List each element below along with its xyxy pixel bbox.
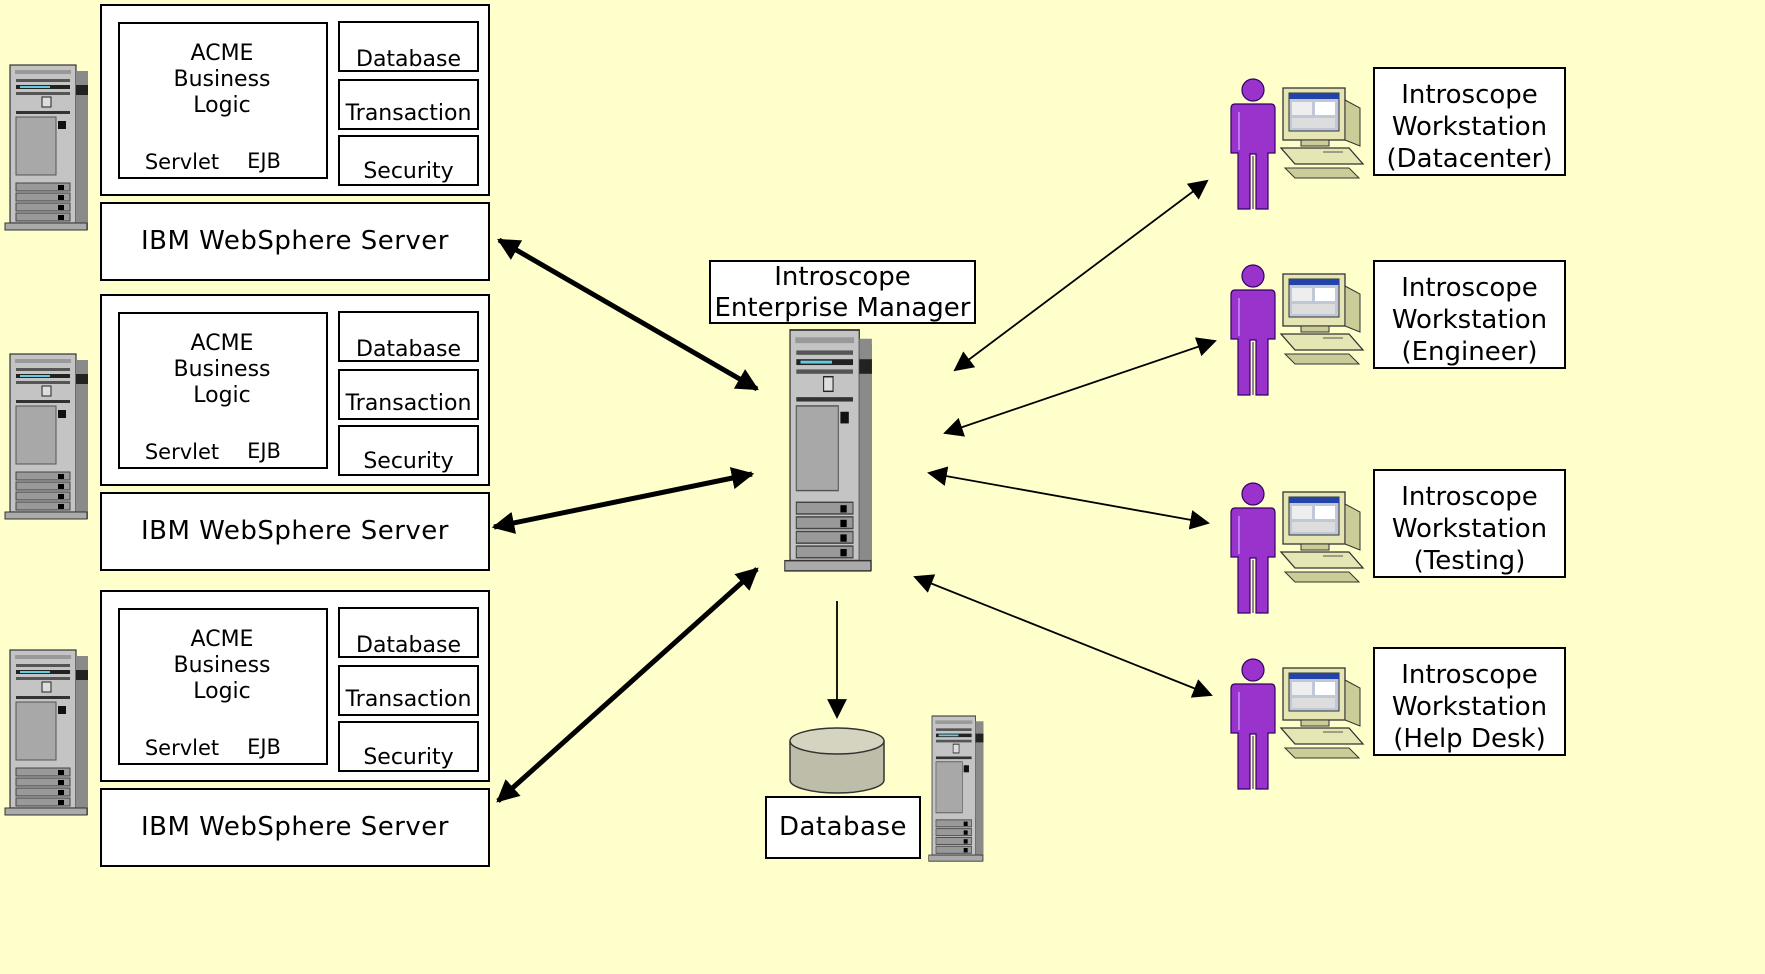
business-logic-panel (118, 22, 328, 179)
database-label: Database (765, 796, 921, 859)
connection-arrow (496, 567, 759, 803)
service-security: Security (338, 425, 479, 476)
service-security: Security (338, 721, 479, 772)
servlet-label: Servlet (144, 736, 220, 760)
ejb-label: EJB (247, 735, 281, 759)
websphere-server-label: IBM WebSphere Server (100, 202, 490, 281)
enterprise-manager-tower-icon (783, 329, 873, 572)
connection-arrow (491, 467, 755, 534)
workstation-label-datacenter: Introscope Workstation (Datacenter) (1373, 67, 1566, 176)
workstation-arrow (953, 179, 1209, 372)
websphere-server-label: IBM WebSphere Server (100, 492, 490, 571)
service-database: Database (338, 607, 479, 658)
business-logic-label: ACME Business Logic (173, 41, 271, 118)
servlet-label: Servlet (144, 150, 220, 174)
business-logic-panel (118, 312, 328, 469)
service-database: Database (338, 311, 479, 362)
database-server-icon (928, 715, 985, 862)
websphere-server-label: IBM WebSphere Server (100, 788, 490, 867)
server-tower-icon (4, 64, 89, 231)
servlet-label: Servlet (144, 440, 220, 464)
enterprise-manager-label: Introscope Enterprise Manager (709, 260, 976, 324)
workstation-arrow (943, 337, 1217, 437)
workstation-user-icon (1230, 658, 1364, 790)
service-database: Database (338, 21, 479, 72)
ejb-label: EJB (247, 439, 281, 463)
workstation-label-engineer: Introscope Workstation (Engineer) (1373, 260, 1566, 369)
business-logic-label: ACME Business Logic (173, 331, 271, 408)
business-logic-label: ACME Business Logic (173, 627, 271, 704)
ejb-label: EJB (247, 149, 281, 173)
connection-arrow (497, 237, 759, 392)
workstation-user-icon (1230, 482, 1364, 614)
workstation-arrow (927, 466, 1210, 530)
service-transaction: Transaction (338, 665, 479, 716)
workstation-arrow (913, 574, 1213, 698)
service-transaction: Transaction (338, 79, 479, 130)
workstation-user-icon (1230, 264, 1364, 396)
database-cylinder-icon (789, 727, 885, 794)
server-tower-icon (4, 649, 89, 816)
server-tower-icon (4, 353, 89, 520)
workstation-user-icon (1230, 78, 1364, 210)
service-transaction: Transaction (338, 369, 479, 420)
business-logic-panel (118, 608, 328, 765)
service-security: Security (338, 135, 479, 186)
workstation-label-testing: Introscope Workstation (Testing) (1373, 469, 1566, 578)
workstation-label-help-desk: Introscope Workstation (Help Desk) (1373, 647, 1566, 756)
